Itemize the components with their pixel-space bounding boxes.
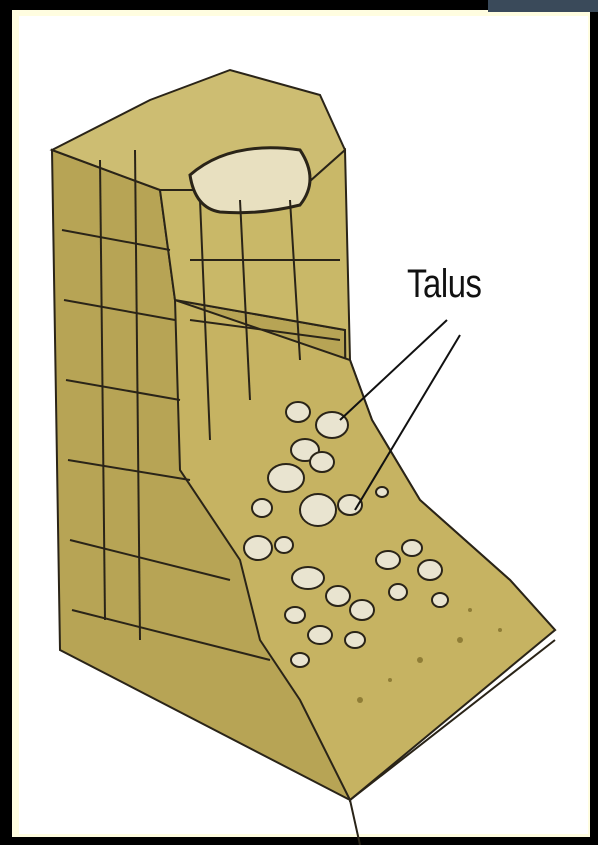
talus-label: Talus bbox=[407, 262, 482, 307]
